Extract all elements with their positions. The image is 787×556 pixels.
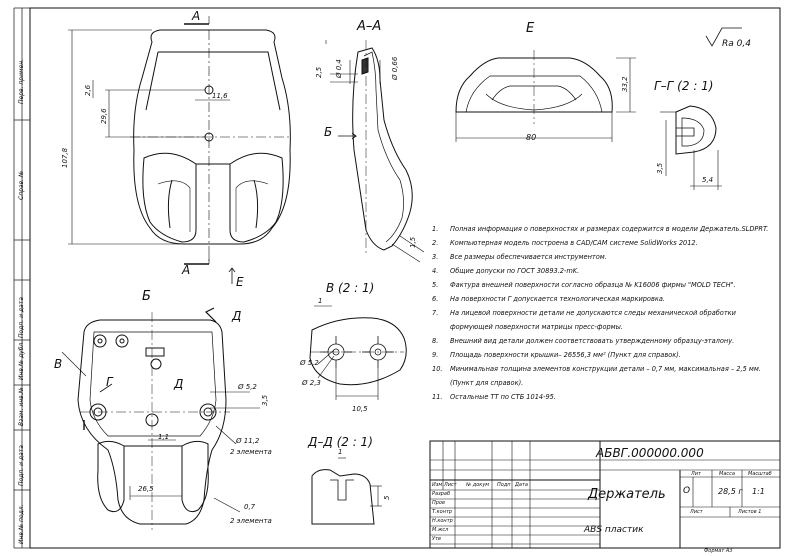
view-mark-e: Е: [236, 275, 244, 289]
tb-sheets-label: Листов 1: [738, 509, 762, 515]
note-line: 6.На поверхности Г допускается технологи…: [432, 295, 665, 303]
tb-designation: АБВГ.000000.000: [596, 446, 704, 460]
section-dd: [311, 457, 382, 525]
strip-label-podp-data-1: Подп. и дата: [18, 297, 25, 338]
side-strip: [13, 7, 30, 549]
dim-phi-11-2: Ø 11,2: [236, 437, 260, 445]
dim-1-5: 1,5: [409, 236, 417, 248]
note-line: 9.Площадь поверхности крышки– 26556,3 мм…: [432, 351, 681, 359]
note-line: 5.Фактура внешней поверхности согласно о…: [432, 281, 736, 289]
note-line: (Пункт для справок).: [450, 379, 524, 387]
dim-11-6: 11,6: [212, 92, 228, 100]
tb-role-nkontr: Н.контр: [432, 518, 453, 524]
view-e: [455, 50, 636, 142]
roughness-sign: [705, 27, 742, 47]
note-line: 11.Остальные ТТ по СТБ 1014-95.: [432, 393, 556, 401]
dim-phi-0-66: Ø 0,66: [391, 56, 399, 80]
note-line: 4.Общие допуски по ГОСТ 30893.2-mK.: [432, 267, 580, 275]
tb-part-name: Держатель: [588, 487, 666, 502]
dim-10-5: 10,5: [352, 405, 368, 413]
tb-lit-value: О: [683, 486, 691, 496]
dim-3-5-b: 3,5: [261, 394, 269, 406]
sheet-format-label: Формат А3: [704, 548, 733, 554]
strip-label-inv-podl: Инв.№ подл.: [18, 504, 25, 545]
tb-mass-header: Масса: [719, 471, 735, 477]
note-line: 2.Компьютерная модель построена в CAD/CA…: [432, 239, 698, 247]
section-mark-d-upper: Д: [232, 309, 242, 323]
note-line: 7.На лицевой поверхности детали не допус…: [432, 309, 736, 317]
dim-phi-0-4: Ø 0,4: [335, 59, 343, 78]
title-section-dd: Д–Д (2 : 1): [308, 435, 373, 449]
dim-2-5: 2,5: [315, 66, 323, 78]
dim-5: 5: [383, 495, 391, 500]
dim-33-2: 33,2: [621, 76, 629, 92]
tb-material: ABS пластик: [584, 525, 644, 535]
note-line: 1.Полная информация о поверхностях и раз…: [432, 225, 769, 233]
note-line: 3.Все размеры обеспечивается инструменто…: [432, 253, 607, 261]
sheet-frame: [29, 7, 781, 549]
view-mark-b: Б: [324, 125, 333, 139]
title-section-gg: Г–Г (2 : 1): [654, 79, 714, 93]
title-section-aa: А–А: [357, 19, 382, 34]
dim-2-6: 2,6: [84, 84, 92, 96]
tb-col-izm: Изм: [432, 482, 443, 488]
roughness-value: Ra 0,4: [722, 39, 751, 49]
tb-mass-value: 28,5 г: [718, 487, 743, 496]
strip-label-inv-dubl: Инв.№ дубл.: [18, 340, 25, 380]
strip-label-vzam-inv: Взам. инв.№: [18, 387, 25, 426]
strip-label-sprav-no: Справ. №: [18, 170, 25, 200]
title-view-e: Е: [526, 21, 535, 36]
tb-scale-header: Масштаб: [748, 471, 772, 477]
tb-sheet-label: Лист: [690, 509, 703, 515]
dim-note-2-elements-1: 2 элемента: [230, 448, 272, 456]
view-b: [61, 267, 260, 530]
detail-mark-v: В: [54, 357, 63, 371]
detail-v: [309, 305, 407, 400]
cut-mark-a-bottom: А: [182, 263, 191, 277]
strip-label-perv-primen: Перв. примен.: [18, 58, 25, 104]
main-view-dims: [68, 16, 230, 265]
tb-role-prov: Пров: [432, 500, 445, 506]
dim-1-v: 1: [318, 297, 323, 305]
section-aa: [325, 40, 425, 263]
dim-phi-5-2-v: Ø 5,2: [300, 359, 319, 367]
dim-0-7: 0,7: [244, 503, 256, 511]
tb-scale-value: 1:1: [752, 487, 765, 496]
dim-1-dd: 1: [338, 448, 343, 456]
strip-label-podp-data-2: Подп. и дата: [18, 445, 25, 486]
dim-1-1: 1,1: [158, 433, 170, 441]
title-block-lines: [429, 440, 781, 549]
tb-lit-header: Лит: [691, 471, 701, 477]
dim-5-4: 5,4: [702, 176, 714, 184]
section-gg: [660, 105, 722, 190]
tb-role-razrab: Разраб: [432, 491, 451, 497]
dim-80: 80: [526, 133, 537, 142]
section-mark-g: Г: [106, 375, 113, 389]
title-view-b: Б: [142, 289, 151, 304]
dim-phi-2-3: Ø 2,3: [302, 379, 321, 387]
cut-mark-a-top: А: [192, 9, 201, 23]
note-line: 10.Минимальная толщина элементов констру…: [432, 365, 761, 373]
main-view: [130, 29, 291, 262]
dim-26-5: 26,5: [138, 485, 154, 493]
tb-col-podp: Подп: [497, 482, 511, 488]
tb-col-ndokum: № докум: [466, 482, 490, 488]
note-line: формующей поверхности матрицы пресс-форм…: [450, 323, 623, 331]
dim-29-6: 29,6: [100, 108, 108, 124]
tb-role-mzhl: М.жсл: [432, 527, 449, 533]
dim-107-8: 107,8: [61, 147, 69, 168]
title-detail-v: В (2 : 1): [326, 281, 375, 295]
dim-3-5-gg: 3,5: [656, 162, 664, 174]
section-mark-d-lower: Д: [174, 377, 184, 391]
tb-role-tkontr: Т.контр: [432, 509, 453, 515]
note-line: 8.Внешний вид детали должен соответствов…: [432, 337, 735, 345]
tb-role-utv: Утв: [432, 536, 441, 542]
dim-note-2-elements-2: 2 элемента: [230, 517, 272, 525]
tb-col-list: Лист: [444, 482, 457, 488]
tb-col-data: Дата: [515, 482, 528, 488]
dim-phi-5-2-b: Ø 5,2: [238, 383, 257, 391]
